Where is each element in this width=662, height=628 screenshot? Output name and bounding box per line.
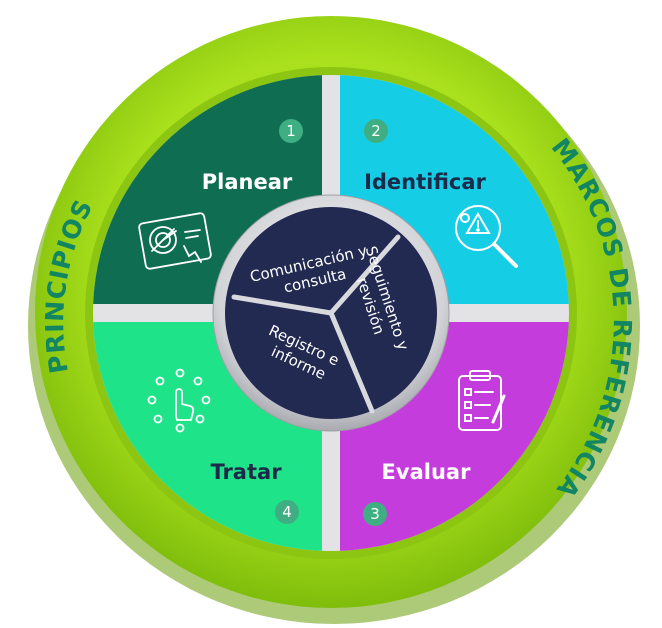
quadrant-label-tratar: Tratar (210, 460, 282, 484)
svg-text:2: 2 (371, 122, 381, 140)
quadrant-label-planear: Planear (202, 170, 293, 194)
badge-1: 1 (279, 119, 303, 143)
core-dividers (231, 234, 401, 414)
radar-chart-icon (138, 212, 212, 270)
risk-search-icon (455, 205, 518, 268)
badge-2: 2 (364, 119, 388, 143)
svg-text:3: 3 (370, 505, 380, 523)
svg-text:4: 4 (282, 503, 292, 521)
quadrant-label-evaluar: Evaluar (382, 460, 472, 484)
clipboard-checklist-icon (458, 370, 506, 431)
badge-3: 3 (363, 502, 387, 526)
touch-gesture-icon (147, 368, 211, 433)
svg-text:1: 1 (286, 122, 296, 140)
quadrant-label-identificar: Identificar (364, 170, 486, 194)
badge-4: 4 (275, 500, 299, 524)
